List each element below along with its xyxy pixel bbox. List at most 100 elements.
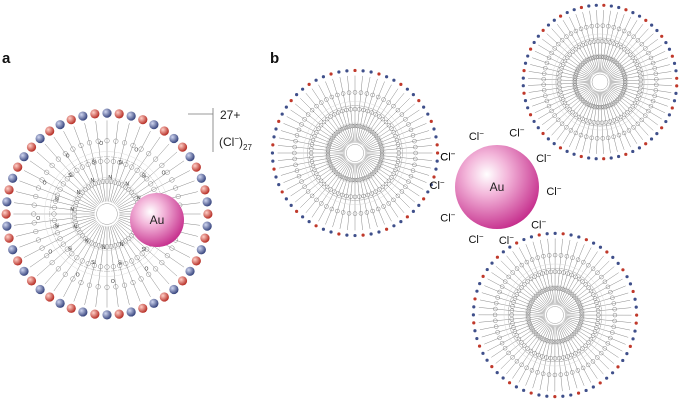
aryl-ring	[595, 308, 601, 314]
aryl-ring	[612, 307, 617, 312]
aryl-ring	[31, 202, 37, 208]
aryl-ring	[104, 158, 110, 164]
aryl-ring	[536, 352, 541, 358]
chloride-ion: Cl−	[499, 233, 514, 247]
terminal-red-group	[13, 162, 23, 172]
branch-bond	[108, 226, 119, 307]
aryl-ring	[556, 355, 562, 361]
aryl-ring	[610, 101, 616, 106]
terminal-red-dot	[481, 274, 485, 279]
charge-value: 27+	[220, 108, 240, 122]
aryl-ring	[600, 136, 605, 141]
branch-bond	[605, 24, 644, 75]
aryl-ring	[612, 312, 618, 318]
aryl-ring	[314, 103, 319, 109]
aryl-ring	[77, 192, 83, 198]
branch-bond	[19, 218, 96, 248]
aryl-ring	[406, 179, 411, 184]
aryl-ring	[375, 206, 381, 212]
aryl-ring	[126, 235, 132, 242]
aryl-ring	[616, 26, 622, 32]
aryl-ring	[130, 280, 136, 286]
terminal-blue-dot	[521, 84, 525, 88]
aryl-ring	[579, 312, 584, 318]
atom-label: Si	[68, 247, 72, 253]
terminal-red-dot	[473, 297, 477, 301]
terminal-blue-dot	[664, 119, 668, 124]
aryl-ring	[108, 243, 114, 250]
terminal-blue-dot	[337, 70, 341, 74]
aryl-ring	[104, 244, 110, 250]
terminal-blue-group	[8, 245, 18, 255]
atom-label: O	[134, 148, 138, 154]
aryl-ring	[138, 276, 144, 282]
aryl-ring	[350, 177, 355, 183]
aryl-ring	[605, 284, 611, 290]
aryl-ring	[552, 372, 558, 378]
panel-b: b Au Cl−Cl−Cl−Cl−Cl−Cl−Cl−Cl−Cl−Cl−Cl−	[270, 3, 679, 399]
terminal-red-dot	[634, 321, 638, 325]
branch-bond	[559, 323, 592, 383]
aryl-ring	[572, 83, 578, 88]
terminal-blue-dot	[321, 75, 326, 79]
terminal-red-dot	[558, 14, 563, 18]
terminal-blue-group	[169, 284, 179, 295]
aryl-ring	[574, 71, 579, 76]
branch-bond	[358, 81, 385, 144]
terminal-red-dot	[384, 227, 389, 231]
aryl-ring	[541, 82, 546, 87]
aryl-ring	[605, 341, 611, 346]
aryl-ring	[650, 98, 656, 104]
terminal-red-dot	[314, 224, 318, 228]
terminal-red-dot	[631, 289, 635, 294]
terminal-blue-dot	[435, 159, 439, 163]
terminal-blue-dot	[369, 70, 373, 74]
aryl-ring	[340, 126, 345, 132]
aryl-ring	[632, 58, 638, 64]
aryl-ring	[568, 31, 574, 36]
aryl-ring	[98, 264, 104, 270]
aryl-ring	[630, 104, 635, 109]
aryl-ring	[626, 31, 632, 36]
aryl-ring	[346, 211, 352, 216]
atom-label: O	[76, 272, 80, 278]
terminal-blue-dot	[587, 156, 591, 160]
aryl-ring	[396, 150, 402, 156]
aryl-ring	[532, 350, 537, 356]
branch-bond	[277, 145, 345, 153]
branch-bond	[357, 78, 378, 144]
branch-tick	[49, 217, 51, 224]
aryl-ring	[376, 163, 382, 168]
aryl-ring	[122, 282, 128, 288]
aryl-ring	[622, 112, 627, 118]
branch-bond	[500, 260, 548, 308]
aryl-ring	[74, 255, 80, 261]
branch-bond	[364, 156, 427, 183]
branch-bond	[589, 91, 599, 154]
aryl-ring	[560, 62, 566, 67]
branch-bond	[562, 322, 610, 370]
terminal-blue-dot	[625, 275, 629, 279]
aryl-ring	[591, 292, 596, 297]
terminal-blue-dot	[536, 126, 540, 130]
aryl-ring	[594, 136, 600, 141]
aryl-ring	[583, 118, 589, 123]
terminal-blue-dot	[565, 149, 569, 153]
aryl-ring	[110, 158, 116, 164]
atom-label: Si	[142, 173, 146, 179]
aryl-ring	[602, 346, 607, 351]
aryl-ring	[547, 253, 552, 258]
branch-bond	[19, 180, 96, 210]
terminal-blue-group	[196, 245, 206, 255]
aryl-ring	[606, 56, 611, 61]
aryl-ring	[352, 177, 358, 183]
branch-bond	[561, 322, 604, 375]
branch-bond	[277, 153, 345, 161]
branch-tick	[130, 161, 137, 165]
aryl-ring	[365, 126, 370, 132]
branch-bond	[24, 219, 97, 258]
aryl-ring	[559, 121, 565, 126]
terminal-blue-dot	[481, 351, 485, 355]
aryl-ring	[377, 161, 383, 166]
aryl-ring	[104, 138, 110, 144]
